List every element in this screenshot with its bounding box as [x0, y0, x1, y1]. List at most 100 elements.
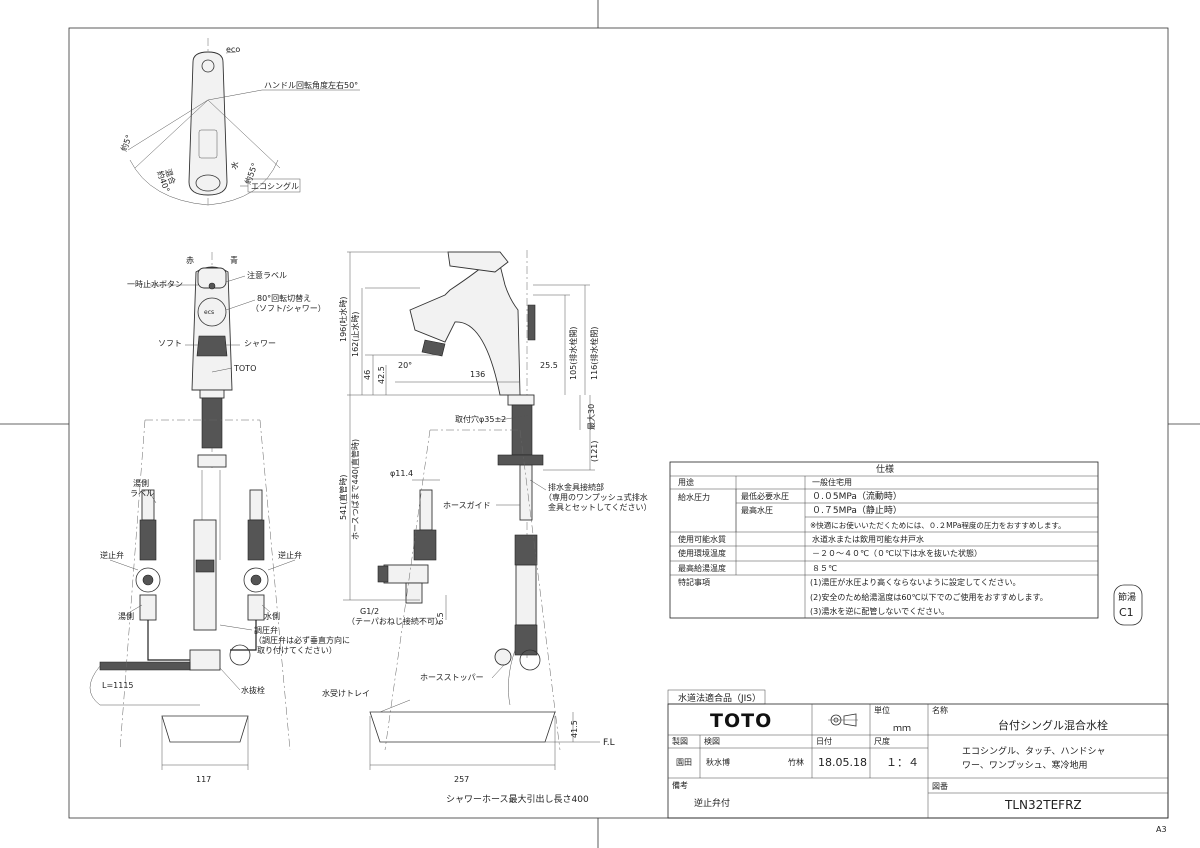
- side-drain-note-2: 金具とセットしてください）: [548, 502, 652, 512]
- side-dim-162: 162(止水時): [350, 311, 360, 357]
- shower-hose-note: シャワーホース最大引出し長さ400: [446, 793, 589, 805]
- side-tray-label: 水受けトレイ: [322, 688, 370, 698]
- side-dim-121: (121): [590, 440, 599, 462]
- top-view: [127, 38, 360, 206]
- front-drain-plug: 水抜栓: [241, 685, 265, 695]
- spec-row-9-value: (3)湯水を逆に配管しないでください。: [810, 606, 949, 616]
- top-eco-single: エコシングル: [251, 181, 299, 191]
- drawing-border: [68, 27, 1169, 819]
- front-blue: 青: [230, 255, 238, 265]
- top-handle-angle: ハンドル回転角度左右50°: [264, 80, 358, 90]
- title-date-value: 18.05.18: [818, 756, 867, 769]
- title-remarks-value: 逆止弁付: [694, 797, 730, 809]
- title-drawn-name: 園田: [676, 758, 692, 767]
- spec-table: [669, 461, 1099, 619]
- side-taper-note: （テーパおねじ接続不可）: [347, 616, 443, 626]
- side-dia-114: φ11.4: [390, 469, 413, 478]
- front-brand-small: TOTO: [233, 364, 256, 373]
- title-desc-line2: ワー、ワンプッシュ、寒冷地用: [962, 759, 1087, 771]
- spec-row-1-value: ０.０5MPa（流動時）: [812, 490, 902, 502]
- side-hose-guide: ホースガイド: [443, 500, 491, 510]
- side-angle-20: 20°: [398, 361, 412, 370]
- front-hot-side: 湯側: [118, 611, 134, 621]
- front-red: 赤: [186, 256, 194, 265]
- sheet-size: A3: [1156, 825, 1167, 834]
- front-shower: シャワー: [244, 339, 276, 348]
- spec-row-1-label: 給水圧力: [678, 492, 710, 502]
- title-remarks-label: 備考: [672, 780, 688, 790]
- side-tray-width: 257: [454, 775, 469, 784]
- side-drain-note-1: （専用のワンプッシュ式排水: [544, 492, 648, 502]
- front-switch-angle: 80°回転切替え: [257, 293, 311, 303]
- side-g12: G1/2: [360, 607, 379, 616]
- title-drawn-label: 製図: [672, 736, 688, 746]
- side-dim-136: 136: [470, 370, 485, 379]
- front-stop-button: 一時止水ボタン: [127, 279, 183, 289]
- side-dim-116: 116(排水栓閉): [589, 326, 599, 380]
- front-switch-modes: （ソフト/シャワー）: [251, 304, 326, 313]
- stamp-line2: C1: [1119, 606, 1134, 619]
- spec-row-2-value: ０.７5MPa（静止時）: [812, 504, 902, 516]
- side-view: [343, 250, 600, 770]
- side-hose-440: ホースつばまで440(直管時): [350, 439, 360, 540]
- title-name-label: 名称: [932, 705, 948, 715]
- front-hot-label-1: 湯側: [133, 478, 149, 488]
- spec-row-3-value: ※快適にお使いいただくためには、０.２MPa程度の圧力をおすすめします。: [810, 520, 1066, 530]
- side-dim-65: 6.5: [436, 612, 445, 625]
- spec-row-4-value: 水道水または飲用可能な井戸水: [812, 534, 924, 544]
- stamp-box: [1113, 584, 1143, 626]
- spec-row-5-label: 使用環境温度: [678, 548, 726, 558]
- side-dim-196: 196(吐水時): [338, 296, 348, 342]
- front-pressure-note-2: 取り付けてください）: [257, 645, 337, 655]
- spec-row-6-value: ８５℃: [812, 564, 837, 573]
- stamp-line1: 節湯: [1118, 591, 1136, 603]
- title-jis: 水道法適合品（JIS）: [678, 692, 761, 704]
- front-view: ecs: [89, 252, 296, 770]
- front-check-valve-right: 逆止弁: [278, 550, 302, 560]
- spec-row-2-sub: 最高水圧: [741, 505, 773, 515]
- side-mount-hole: 取付穴φ35±2: [455, 414, 506, 424]
- side-dim-46: 46: [363, 370, 372, 380]
- spec-row-1-sub: 最低必要水圧: [741, 491, 789, 501]
- title-desc-line1: エコシングル、タッチ、ハンドシャ: [962, 745, 1105, 757]
- side-dim-541: 541(直管時): [338, 474, 348, 520]
- side-hose-stopper: ホースストッパー: [420, 673, 484, 682]
- title-drawing-no-label: 図番: [932, 781, 948, 791]
- front-pressure-valve: 調圧弁: [254, 625, 278, 635]
- side-dim-105: 105(排水栓開): [568, 326, 578, 380]
- title-check-name-2: 博: [722, 757, 730, 767]
- title-date-label: 日付: [816, 736, 832, 746]
- spec-row-0-label: 用途: [678, 477, 694, 487]
- title-block: [667, 689, 1169, 819]
- title-unit-label: 単位: [874, 705, 890, 715]
- side-dim-415: 41.5: [570, 720, 579, 738]
- title-name-value: 台付シングル混合水栓: [998, 718, 1108, 732]
- front-hot-label-2: ラベル: [130, 489, 154, 498]
- side-dim-255: 25.5: [540, 361, 558, 370]
- side-fl: F.L: [603, 738, 615, 748]
- side-dim-425: 42.5: [377, 366, 386, 384]
- title-scale-label: 尺度: [874, 736, 890, 746]
- front-caution-label: 注意ラベル: [247, 270, 287, 280]
- title-scale-value: １：４: [886, 756, 919, 769]
- spec-row-6-label: 最高給湯温度: [678, 563, 726, 573]
- title-check-name-1: 秋水: [706, 757, 722, 767]
- front-hose-length: L=1115: [102, 681, 134, 690]
- spec-row-5-value: －２０～４０℃（０℃以下は水を抜いた状態）: [812, 548, 982, 558]
- spec-row-0-value: 一般住宅用: [812, 477, 852, 487]
- front-pressure-note-1: （調圧弁は必ず垂直方向に: [254, 635, 350, 645]
- front-water-side: 水側: [264, 611, 280, 621]
- spec-title: 仕様: [876, 463, 894, 475]
- side-drain-conn: 排水金具接続部: [548, 482, 604, 492]
- side-max-30: 最大30: [586, 404, 596, 430]
- front-tray-width: 117: [196, 775, 211, 784]
- top-eco-label: eco: [226, 45, 240, 54]
- top-water: 水: [228, 160, 240, 171]
- title-check-name-3: 竹林: [788, 757, 804, 767]
- spec-row-7-label: 特記事項: [678, 577, 710, 587]
- svg-text:ecs: ecs: [204, 309, 214, 316]
- title-check-label: 検図: [704, 736, 720, 746]
- front-check-valve-left: 逆止弁: [100, 550, 124, 560]
- top-hot-angle: 約5°: [118, 133, 133, 152]
